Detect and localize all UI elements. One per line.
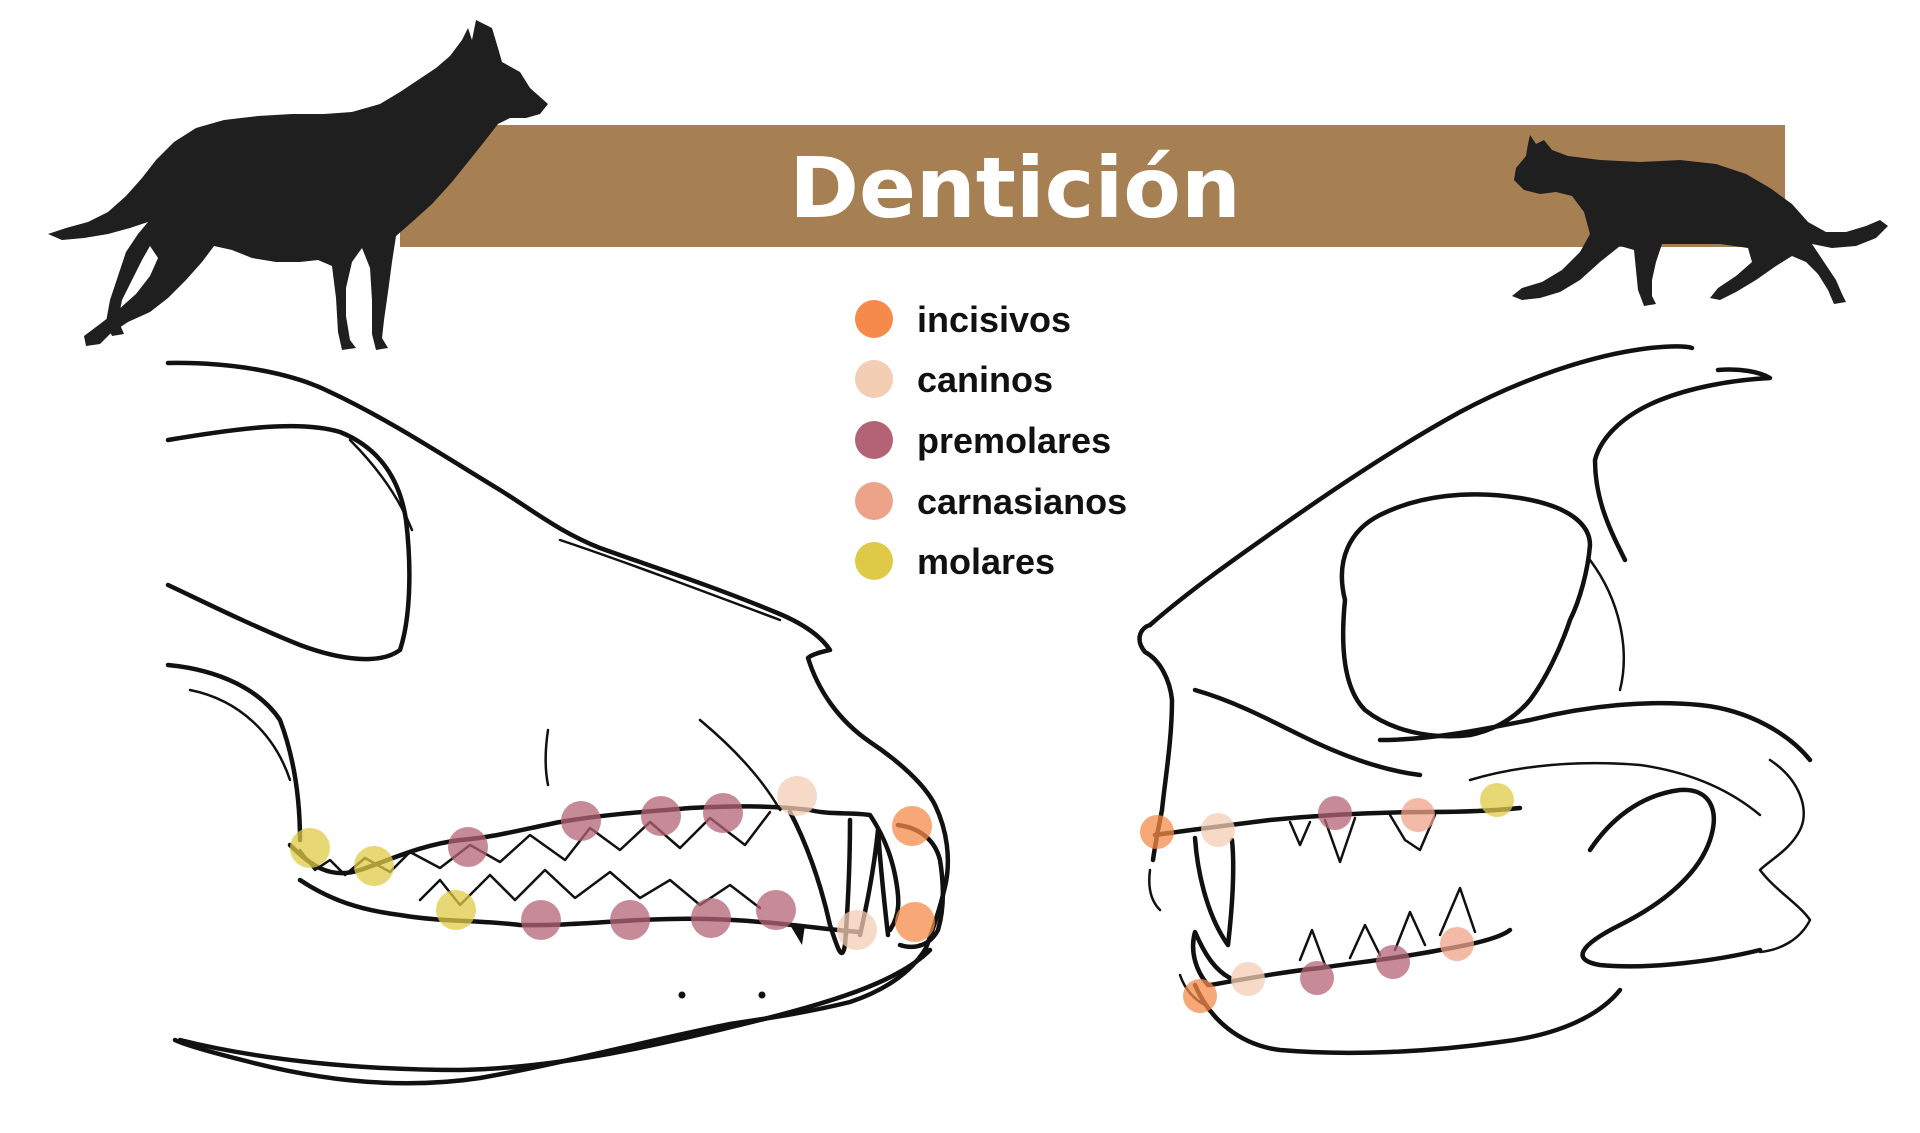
legend-item-incisivos: incisivos <box>855 299 1071 340</box>
dog-mental-foramen-1 <box>678 991 686 999</box>
dog-incisivo-lower <box>895 902 935 942</box>
cat-incisivo-lower <box>1183 979 1217 1013</box>
cat-mandible-back <box>1580 787 1763 969</box>
cat-upper-premolars <box>1288 813 1437 864</box>
cat-occipital <box>1758 758 1812 954</box>
legend-label-carnasianos: carnasianos <box>917 481 1127 522</box>
legend-swatch-molares <box>855 542 893 580</box>
cat-canino-lower <box>1231 962 1265 996</box>
tooth-markers <box>290 776 1514 1013</box>
dog-premolar-1 <box>703 793 743 833</box>
dog-maxilla-ridge <box>698 718 782 812</box>
cat-upper-canine <box>1192 835 1236 948</box>
dog-canine-lower <box>857 827 891 938</box>
dog-upper-teeth-cusps <box>298 810 772 877</box>
cat-orbit <box>1339 492 1593 739</box>
dog-skull-outline-top <box>165 360 951 1086</box>
dog-premolar-5 <box>756 890 796 930</box>
dog-incisivo-upper <box>892 806 932 846</box>
legend-item-carnasianos: carnasianos <box>855 481 1127 522</box>
dog-molar-3 <box>436 890 476 930</box>
dog-canino-upper <box>777 776 817 816</box>
legend-label-premolares: premolares <box>917 420 1111 461</box>
page-title: Dentición <box>789 139 1241 237</box>
cat-carnasiano-lower <box>1440 927 1474 961</box>
cat-zygomatic <box>1192 687 1423 778</box>
dog-zygomatic-arch <box>165 662 303 843</box>
dog-silhouette-icon <box>48 20 548 350</box>
cat-mandible <box>1192 982 1623 1056</box>
cat-skull-outline-back <box>1592 367 1773 563</box>
legend-label-caninos: caninos <box>917 359 1053 400</box>
cat-incisivo-upper <box>1140 815 1174 849</box>
dog-molar-2 <box>354 846 394 886</box>
dog-tooth-gap <box>790 925 805 945</box>
dog-nasal-line <box>558 538 782 622</box>
legend-swatch-premolares <box>855 421 893 459</box>
cat-carnasiano-upper <box>1401 798 1435 832</box>
dog-premolar-7 <box>610 900 650 940</box>
cat-molar-upper <box>1480 783 1514 817</box>
legend-swatch-incisivos <box>855 300 893 338</box>
dog-molar-1 <box>290 828 330 868</box>
dog-premolar-2 <box>641 796 681 836</box>
dog-canine-upper <box>787 809 853 955</box>
cat-orbit-inner <box>1588 558 1625 692</box>
legend-swatch-caninos <box>855 360 893 398</box>
legend-label-molares: molares <box>917 541 1055 582</box>
dog-cheek-line <box>188 688 292 782</box>
cat-skull <box>1137 344 1813 1056</box>
dog-premolar-4 <box>448 827 488 867</box>
legend-item-premolares: premolares <box>855 420 1111 461</box>
cat-cheek-arc <box>1377 700 1813 763</box>
dog-mental-foramen-2 <box>758 991 766 999</box>
dog-canino-lower <box>837 910 877 950</box>
dog-brow-line <box>348 438 414 532</box>
dog-premolar-8 <box>521 900 561 940</box>
dog-skull <box>165 360 951 1086</box>
dog-infraorbital <box>544 728 550 787</box>
cat-silhouette-icon <box>1512 135 1888 306</box>
legend-item-caninos: caninos <box>855 359 1053 400</box>
cat-skull-outline-top <box>1147 344 1695 628</box>
legend-swatch-carnasianos <box>855 482 893 520</box>
cat-premolar-upper <box>1318 796 1352 830</box>
legend: incisivos caninos premolares carnasianos… <box>855 299 1127 582</box>
dog-orbit <box>165 423 412 662</box>
dog-mandible <box>177 947 933 1073</box>
cat-lower-premolars <box>1298 886 1477 967</box>
legend-item-molares: molares <box>855 541 1055 582</box>
cat-premolar-lower-2 <box>1376 945 1410 979</box>
cat-premolar-lower-1 <box>1300 961 1334 995</box>
dog-premolar-3 <box>561 801 601 841</box>
cat-jaw-line <box>1468 761 1762 817</box>
cat-canino-upper <box>1201 813 1235 847</box>
dog-premolar-6 <box>691 898 731 938</box>
cat-lower-canine <box>1190 929 1233 988</box>
legend-label-incisivos: incisivos <box>917 299 1071 340</box>
